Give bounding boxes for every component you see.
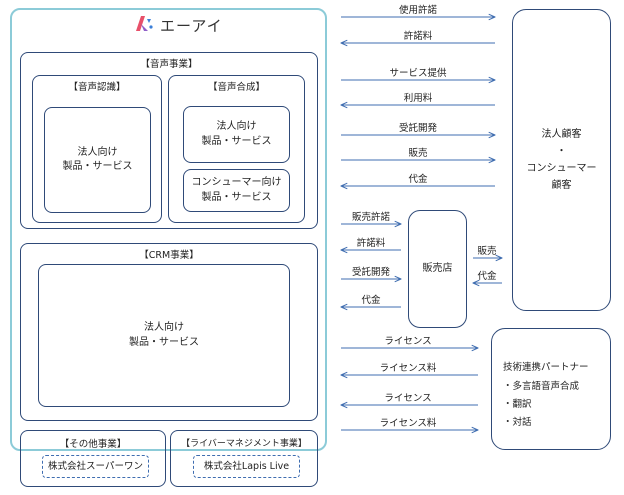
flow-label-license-fee: 許諾料 xyxy=(356,238,386,249)
lapislive-company-box: 株式会社Lapis Live xyxy=(193,455,300,478)
crm-business-box: 【CRM事業】 xyxy=(20,243,318,421)
other-business-box: 【その他事業】 xyxy=(20,430,166,487)
flow-label-contract-development: 受託開発 xyxy=(351,267,391,278)
company-frame xyxy=(10,8,327,451)
flow-label-license-fee: ライセンス料 xyxy=(379,418,437,429)
flow-label-license: ライセンス xyxy=(384,393,432,404)
partner-item: ・翻訳 xyxy=(503,399,532,410)
crm-business-title: 【CRM事業】 xyxy=(139,250,199,261)
liver-business-box: 【ライバーマネジメント事業】 xyxy=(170,430,318,487)
flow-label-sales-license: 販売許諾 xyxy=(351,212,391,223)
voice-synthesis-box: 【音声合成】 xyxy=(168,75,305,223)
other-business-title: 【その他事業】 xyxy=(59,439,127,450)
voice-business-box: 【音声事業】 xyxy=(20,52,318,229)
flow-label-sales: 販売 xyxy=(408,148,428,159)
customers-box: 法人顧客 ・ コンシューマー 顧客 xyxy=(512,9,611,311)
voice-business-title: 【音声事業】 xyxy=(140,59,198,70)
flow-label-payment: 代金 xyxy=(408,174,428,185)
partner-title: 技術連携パートナー xyxy=(503,362,589,373)
crm-product-box: 法人向け 製品・サービス xyxy=(38,264,290,407)
voice-recognition-title: 【音声認識】 xyxy=(68,82,126,93)
flow-label-license-fee: 許諾料 xyxy=(403,31,433,42)
liver-business-title: 【ライバーマネジメント事業】 xyxy=(181,439,307,449)
flow-label-sales: 販売 xyxy=(477,246,497,257)
distributor-box: 販売店 xyxy=(408,210,467,328)
synthesis-corporate-box: 法人向け 製品・サービス xyxy=(183,106,290,163)
voice-synthesis-title: 【音声合成】 xyxy=(207,82,265,93)
partner-item: ・多言語音声合成 xyxy=(503,381,580,392)
logo-text: エーアイ xyxy=(160,16,223,35)
flow-label-usage-fee: 利用料 xyxy=(403,93,433,104)
company-logo: エーアイ xyxy=(134,14,223,36)
recognition-product-box: 法人向け 製品・サービス xyxy=(44,107,151,213)
partner-item: ・対話 xyxy=(503,417,532,428)
superone-company-box: 株式会社スーパーワン xyxy=(42,455,149,478)
synthesis-consumer-box: コンシューマー向け 製品・サービス xyxy=(183,169,290,212)
flow-label-license-fee: ライセンス料 xyxy=(379,363,437,374)
flow-label-contract-development: 受託開発 xyxy=(398,123,438,134)
flow-label-payment: 代金 xyxy=(361,295,381,306)
flow-label-service-provision: サービス提供 xyxy=(389,68,447,79)
flow-label-payment: 代金 xyxy=(477,271,497,282)
ai-logo-icon xyxy=(134,14,154,36)
partner-box: 技術連携パートナー ・多言語音声合成 ・翻訳 ・対話 xyxy=(491,328,611,450)
flow-label-license-grant: 使用許諾 xyxy=(398,5,438,16)
flow-label-license: ライセンス xyxy=(384,336,432,347)
voice-recognition-box: 【音声認識】 xyxy=(32,75,162,223)
